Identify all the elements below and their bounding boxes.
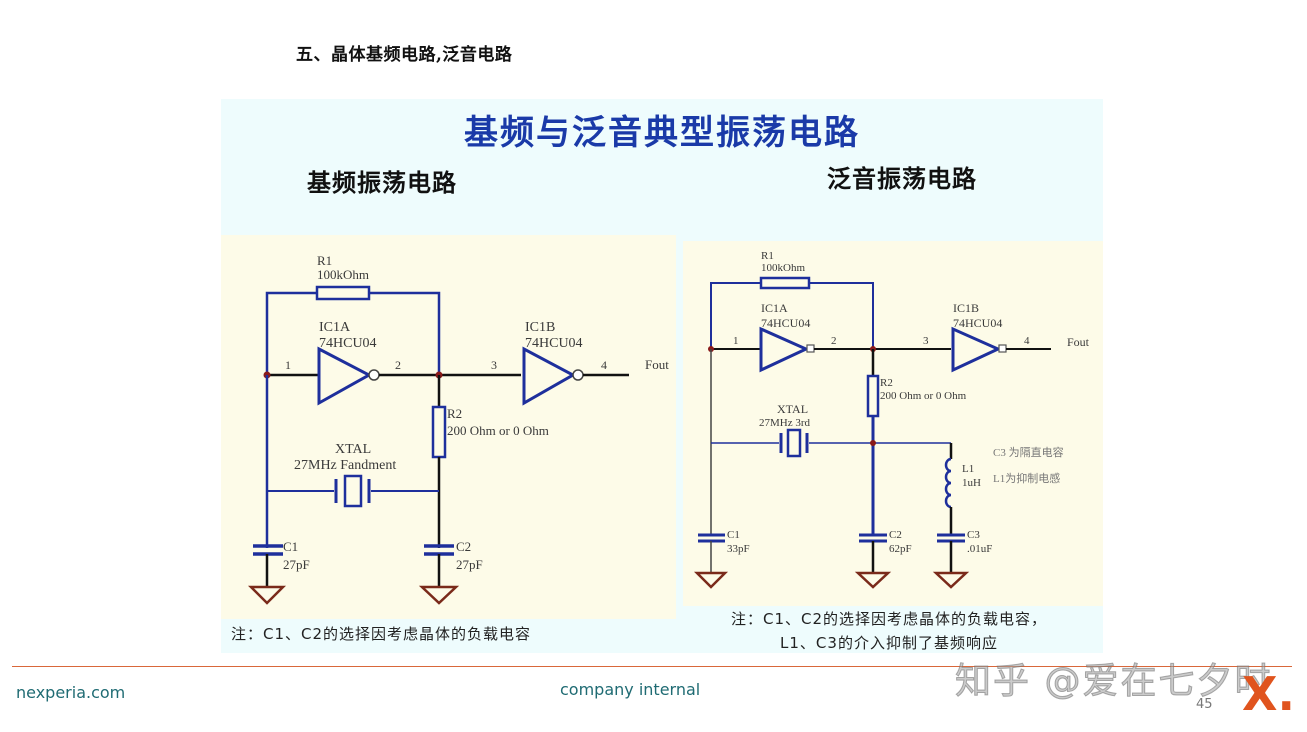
ground-icon (418, 585, 460, 605)
l1-inductor (944, 457, 952, 509)
ic1b-inverter (951, 326, 1002, 373)
l1-ref: L1 (962, 463, 974, 475)
ic1a-part: 74HCU04 (761, 316, 810, 330)
r2-resistor (431, 405, 447, 459)
pin-2-label: 2 (395, 358, 401, 372)
ic1a-inverter (759, 326, 810, 373)
overtone-note-line2: L1、C3的介入抑制了基频响应 (780, 634, 998, 652)
ic1a-inverter (317, 346, 373, 406)
c1-value: 27pF (283, 557, 310, 572)
pin-3-label: 3 (491, 358, 497, 372)
c3-ref: C3 (967, 529, 980, 541)
footer-classification: company internal (560, 680, 701, 699)
r2-ref: R2 (880, 377, 893, 389)
page-number: 45 (1196, 697, 1213, 712)
r1-resistor (315, 285, 371, 301)
pin-1-label: 1 (285, 358, 291, 372)
xtal-ref: XTAL (335, 442, 371, 457)
r1-value: 100kOhm (761, 262, 805, 274)
r2-value: 200 Ohm or 0 Ohm (880, 390, 967, 402)
overtone-note: 注：C1、C2的选择因考虑晶体的负载电容， L1、C3的介入抑制了基频响应 (709, 607, 1069, 655)
ic1a-part: 74HCU04 (319, 336, 377, 351)
overtone-heading: 泛音振荡电路 (827, 164, 977, 193)
watermark: 知乎 @爱在七夕时 (954, 661, 1273, 703)
pin-1-label: 1 (733, 335, 739, 347)
c2-ref: C2 (889, 529, 902, 541)
fundamental-circuit-panel: R1 100kOhm 1 IC1A 74HCU04 2 3 IC1B 74HCU… (221, 235, 676, 619)
r1-feedback-wire (265, 291, 317, 375)
xtal-value: 27MHz 3rd (759, 417, 811, 429)
overtone-note-line1: 注：C1、C2的选择因考虑晶体的负载电容， (730, 610, 1048, 628)
ic1b-part: 74HCU04 (525, 336, 583, 351)
c2-value: 27pF (456, 557, 483, 572)
ground-icon (932, 571, 970, 589)
ic1b-ref: IC1B (525, 320, 555, 335)
r2-ref: R2 (447, 406, 462, 421)
nexperia-logo-icon: X. (1242, 667, 1295, 721)
l1-value: 1uH (962, 477, 981, 489)
pin-4-label: 4 (1024, 335, 1030, 347)
junction-node (870, 440, 876, 446)
c1-ref: C1 (283, 539, 298, 554)
r2-value: 200 Ohm or 0 Ohm (447, 423, 549, 438)
overtone-schematic: R1 100kOhm 1 IC1A 74HCU04 2 3 IC1B 74HCU… (693, 250, 1090, 589)
c2-value: 62pF (889, 543, 912, 555)
wire (809, 282, 874, 349)
r1-value: 100kOhm (317, 267, 369, 282)
ic1b-ref: IC1B (953, 301, 979, 315)
c1-ref: C1 (727, 529, 740, 541)
overtone-circuit-panel: R1 100kOhm 1 IC1A 74HCU04 2 3 IC1B 74HCU… (683, 241, 1103, 606)
r2-resistor (866, 374, 880, 418)
r1-ref: R1 (317, 253, 332, 268)
slide-title: 五、晶体基频电路,泛音电路 (296, 45, 513, 65)
xtal-ref: XTAL (777, 402, 808, 416)
wire (710, 282, 761, 349)
ground-icon (854, 571, 892, 589)
fout-label: Fout (645, 357, 669, 372)
fout-label: Fout (1067, 335, 1090, 349)
fundamental-schematic: R1 100kOhm 1 IC1A 74HCU04 2 3 IC1B 74HCU… (247, 253, 669, 605)
ic1b-inverter (522, 346, 577, 406)
ic1a-bubble (368, 369, 380, 381)
l1-annotation: L1为抑制电感 (993, 471, 1060, 485)
pin-3-label: 3 (923, 335, 929, 347)
c3-annotation: C3 为隔直电容 (993, 445, 1064, 459)
ground-icon (693, 571, 729, 589)
xtal-value: 27MHz Fandment (294, 458, 396, 473)
ic1b-bubble (572, 369, 584, 381)
pin-2-label: 2 (831, 335, 837, 347)
footer-divider (12, 666, 1292, 667)
ic1a-ref: IC1A (319, 320, 351, 335)
figure-title: 基频与泛音典型振荡电路 (464, 113, 860, 153)
r1-resistor (759, 276, 811, 290)
c3-value: .01uF (967, 543, 992, 555)
fundamental-note: 注：C1、C2的选择因考虑晶体的负载电容 (231, 625, 532, 643)
ic1a-ref: IC1A (761, 301, 788, 315)
circuit-figure: 基频与泛音典型振荡电路 基频振荡电路 泛音振荡电路 R1 100kOhm 1 I… (221, 99, 1103, 653)
ic1b-bubble (998, 344, 1007, 353)
crystal-body (343, 474, 363, 508)
ground-icon (247, 585, 287, 605)
c2-ref: C2 (456, 539, 471, 554)
fundamental-heading: 基频振荡电路 (307, 168, 457, 197)
ic1b-part: 74HCU04 (953, 316, 1002, 330)
footer-website[interactable]: nexperia.com (16, 683, 126, 702)
crystal-body (786, 428, 802, 458)
r1-ref: R1 (761, 250, 774, 262)
wire (369, 291, 441, 375)
ic1a-bubble (806, 344, 815, 353)
c1-value: 33pF (727, 543, 750, 555)
pin-4-label: 4 (601, 358, 607, 372)
